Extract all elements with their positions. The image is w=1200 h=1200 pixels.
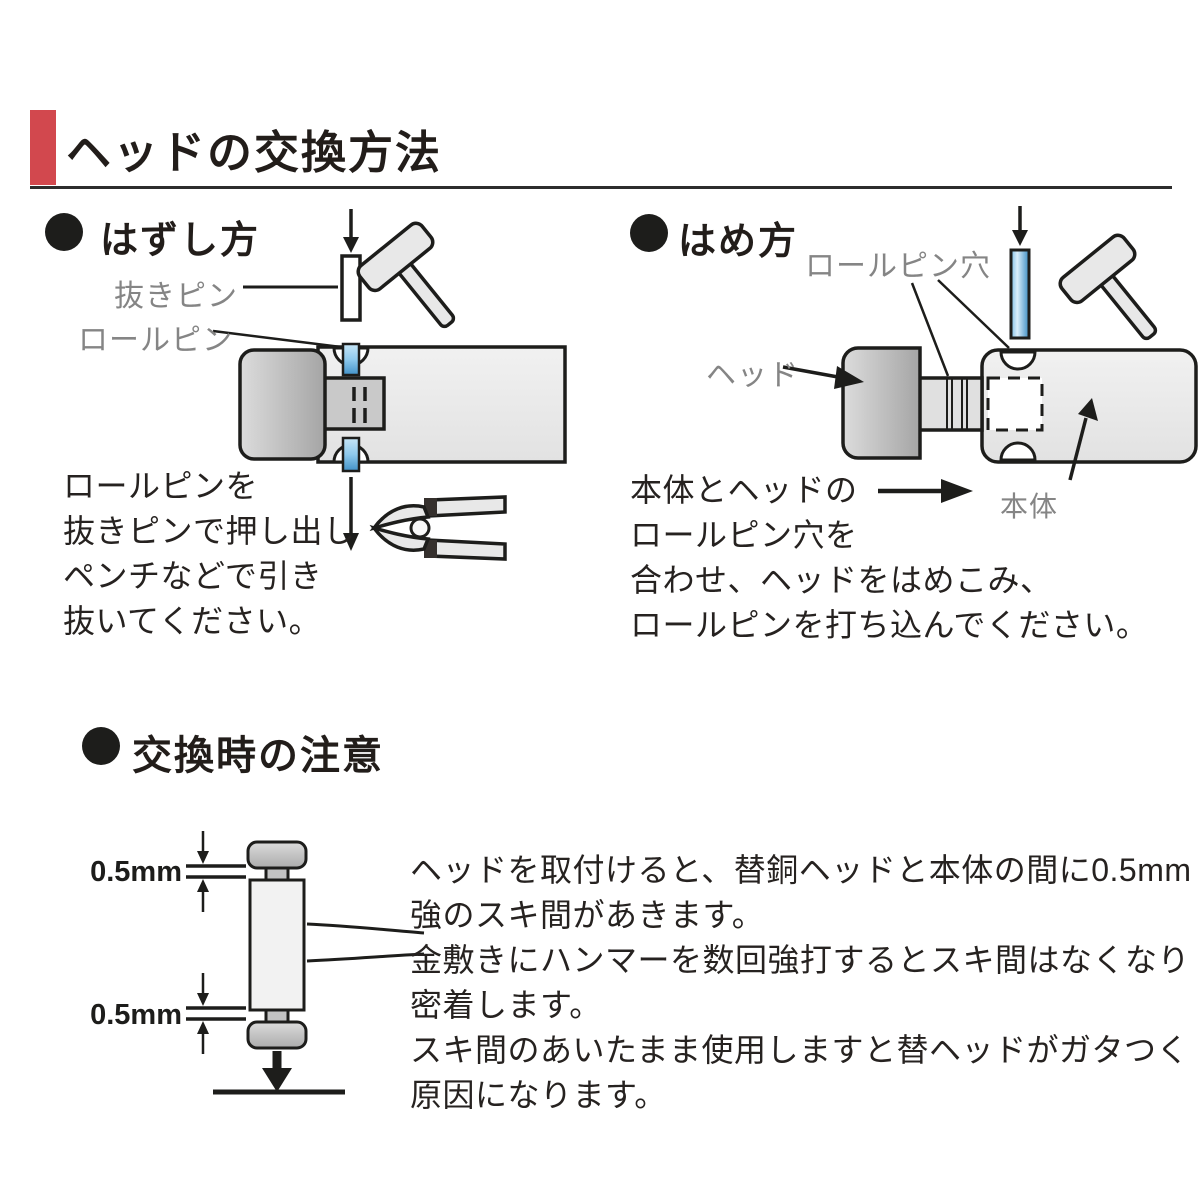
removal-section-heading: はずし方	[100, 220, 261, 262]
body-arrow-icon	[1078, 398, 1098, 421]
head-cap-top	[246, 840, 308, 870]
hammer-icon	[1058, 233, 1158, 341]
pin-hole-callout-line	[937, 279, 1010, 349]
down-arrow-icon	[343, 533, 359, 551]
roll-pin-callout-line	[212, 329, 342, 349]
pin-hole-bottom	[999, 441, 1037, 462]
attach-tool-diagram	[841, 346, 1198, 464]
removal-instructions-line: 抜きピンで押し出し	[63, 513, 356, 549]
caution-text-line: 強のスキ間があきます。	[410, 897, 765, 933]
attach-callout-arrows	[782, 365, 1098, 503]
section-bullet-icon	[82, 727, 120, 765]
handle-line	[306, 922, 425, 935]
replaceable-head	[841, 346, 922, 460]
caution-text-line: 密着します。	[410, 987, 602, 1023]
strike-arrow-icon	[262, 1068, 292, 1092]
pull-pin-label: 抜きピン	[114, 280, 238, 313]
removal-tool-diagram	[238, 342, 567, 473]
right-arrow-icon	[941, 479, 973, 503]
attach-instructions-line: 本体とヘッドの	[630, 472, 858, 508]
gap-dimension-bottom: 0.5mm	[90, 999, 182, 1031]
head-label: ヘッド	[706, 359, 799, 392]
caution-section-heading: 交換時の注意	[132, 734, 384, 778]
roll-pin-label: ロールピン	[78, 324, 233, 357]
pin-hole-top	[999, 350, 1037, 371]
attach-instructions-line: 合わせ、ヘッドをはめこみ、	[630, 562, 1053, 598]
attach-instructions-line: ロールピン穴を	[630, 517, 858, 553]
pin-hole-callout-line	[910, 282, 950, 377]
roll-pin-hole-label: ロールピン穴	[805, 250, 991, 283]
down-arrow-icon	[343, 237, 359, 253]
hammer-icon	[356, 221, 456, 329]
title-rule	[30, 186, 1172, 189]
down-arrow-icon	[1012, 230, 1028, 246]
roll-pin	[1009, 248, 1031, 340]
dim-arrow-icon	[197, 1021, 209, 1034]
handle-line	[306, 952, 425, 963]
extraction-pin-group	[212, 209, 362, 551]
roll-pin-bottom	[341, 436, 361, 473]
head-stem	[916, 376, 984, 432]
page-title: ヘッドの交換方法	[66, 127, 443, 178]
stem-socket-dashed	[986, 376, 1044, 432]
removal-instructions-line: 抜いてください。	[63, 603, 322, 639]
dim-arrow-icon	[197, 879, 209, 892]
attach-instructions-line: ロールピンを打ち込んでください。	[630, 607, 1149, 643]
roll-pin-top	[341, 342, 361, 377]
section-bullet-icon	[45, 213, 83, 251]
dim-arrow-icon	[197, 851, 209, 864]
head-arrow-icon	[834, 366, 864, 389]
attach-section-heading: はめ方	[678, 221, 799, 263]
extraction-pin	[340, 254, 362, 322]
caution-text-line: 原因になります。	[410, 1077, 667, 1113]
attach-pin-group	[910, 206, 1031, 377]
tool-body-vertical	[248, 878, 306, 1012]
head-cap-bottom	[246, 1020, 308, 1050]
caution-text-line: ヘッドを取付けると、替銅ヘッドと本体の間に0.5mm	[410, 852, 1192, 888]
pliers-icon	[369, 495, 507, 561]
gap-dimension-top: 0.5mm	[90, 856, 182, 888]
body-label: 本体	[1000, 491, 1059, 522]
removal-instructions-line: ペンチなどで引き	[63, 558, 323, 594]
replaceable-head	[238, 348, 327, 461]
caution-diagram	[186, 831, 425, 1095]
removal-instructions-line: ロールピンを	[63, 468, 259, 504]
title-accent-bar	[30, 110, 56, 185]
dim-arrow-icon	[197, 993, 209, 1006]
caution-text-line: スキ間のあいたまま使用しますと替ヘッドがガタつく	[410, 1032, 1190, 1068]
section-bullet-icon	[630, 214, 668, 252]
caution-text-line: 金敷きにハンマーを数回強打するとスキ間はなくなり	[410, 942, 1191, 978]
